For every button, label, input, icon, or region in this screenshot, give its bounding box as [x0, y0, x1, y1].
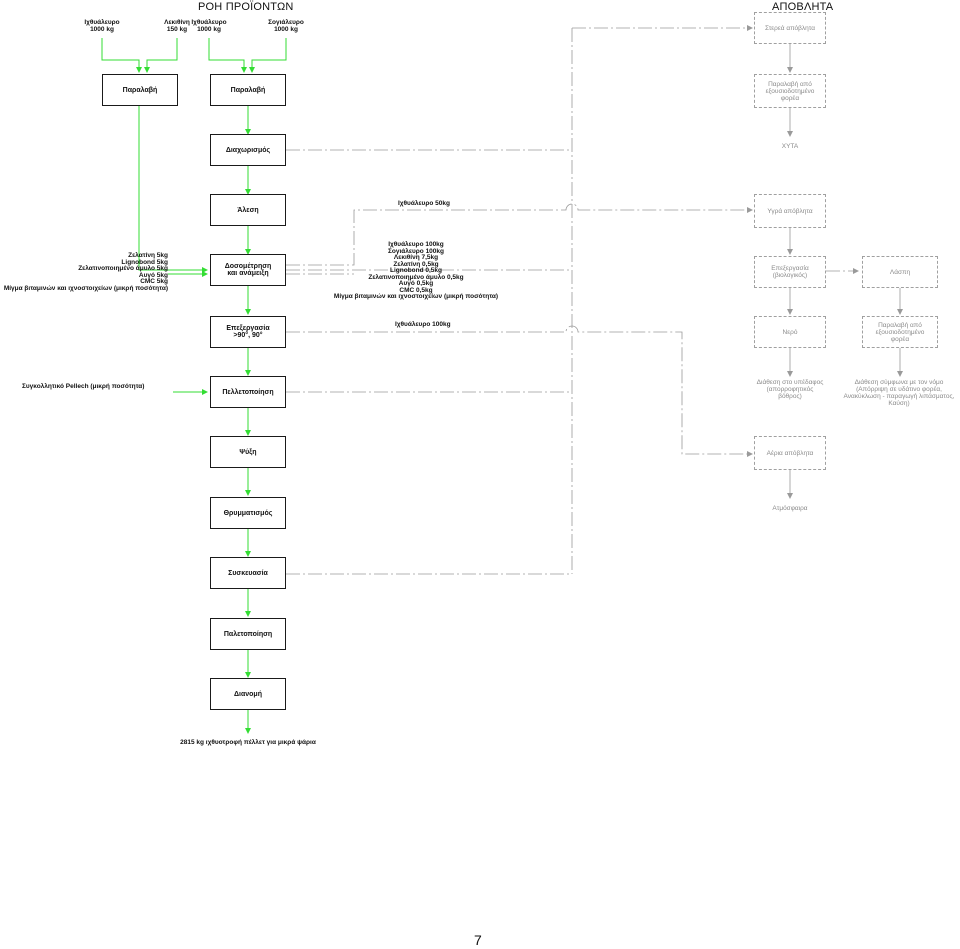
packaging-box: Συσκευασία [210, 557, 286, 589]
final-output-label: 2815 kg ιχθυοτροφή πέλλετ για μικρά ψάρι… [180, 739, 316, 746]
air-waste-box: Αέρια απόβλητα [754, 436, 826, 470]
page-number: 7 [474, 932, 482, 948]
receipt-box-1: Παραλαβή [102, 74, 178, 106]
input-fishmeal-label: Ιχθυάλευρο 1000 kg [84, 19, 120, 33]
dosing-loss-label: Ιχθυάλευρο 100kg Σογιάλευρο 100kg Λεκιθί… [333, 241, 499, 300]
pellet-binder-label: Συγκολλητικό Pellech (μικρή ποσότητα) [22, 383, 145, 390]
grinding-loss-label: Ιχθυάλευρο 50kg [398, 200, 450, 207]
sludge-pickup-box: Παραλαβή από εξουσιοδοτημένο φορέα [862, 316, 938, 348]
pelleting-box: Πελλετοποίηση [210, 376, 286, 408]
water-box: Νερό [754, 316, 826, 348]
separation-box: Διαχωρισμός [210, 134, 286, 166]
input-lecithin-label: Λεκιθίνη 150 kg [164, 19, 190, 33]
palletizing-box: Παλετοποίηση [210, 618, 286, 650]
process-flow-lines [101, 38, 287, 734]
atmosphere-label: Ατμόσφαιρα [772, 505, 808, 512]
water-disposal-label: Διάθεση στο υπέδαφος (απορροφητικός βόθρ… [756, 379, 824, 400]
sludge-box: Λάσπη [862, 256, 938, 288]
receipt-box-2: Παραλαβή [210, 74, 286, 106]
processing-loss-label: Ιχθυάλευρο 100kg [395, 321, 451, 328]
sludge-disposal-label: Διάθεση σύμφωνα με τον νόμο (Απόρριψη σε… [843, 379, 955, 407]
processing-box: Επεξεργασία >90°, 90° [210, 316, 286, 348]
waste-vertical-arrows [787, 44, 903, 499]
authorized-pickup-box: Παραλαβή από εξουσιοδοτημένο φορέα [754, 74, 826, 108]
crumbling-box: Θρυμματισμός [210, 497, 286, 529]
biological-treatment-box: Επεξεργασία (βιολογικός) [754, 256, 826, 288]
cooling-box: Ψύξη [210, 436, 286, 468]
input-fishmeal2-label: Ιχθυάλευρο 1000 kg [191, 19, 227, 33]
waste-flow-lines [286, 25, 859, 575]
distribution-box: Διανομή [210, 678, 286, 710]
waste-header: ΑΠΟΒΛΗΤΑ [772, 1, 834, 13]
liquid-waste-box: Υγρά απόβλητα [754, 194, 826, 228]
dosing-additives-label: Ζελατίνη 5kg Lignobond 5kg Ζελατινοποιημ… [3, 252, 168, 292]
input-soymeal-label: Σογιάλευρο 1000 kg [268, 19, 304, 33]
landfill-label: ΧΥΤΑ [781, 143, 799, 150]
solid-waste-box: Στερεά απόβλητα [754, 12, 826, 44]
dosing-box: Δοσομέτρηση και ανάμειξη [210, 254, 286, 286]
products-flow-header: ΡΟΗ ΠΡΟΪΟΝΤΩΝ [198, 1, 294, 13]
grinding-box: Άλεση [210, 194, 286, 226]
